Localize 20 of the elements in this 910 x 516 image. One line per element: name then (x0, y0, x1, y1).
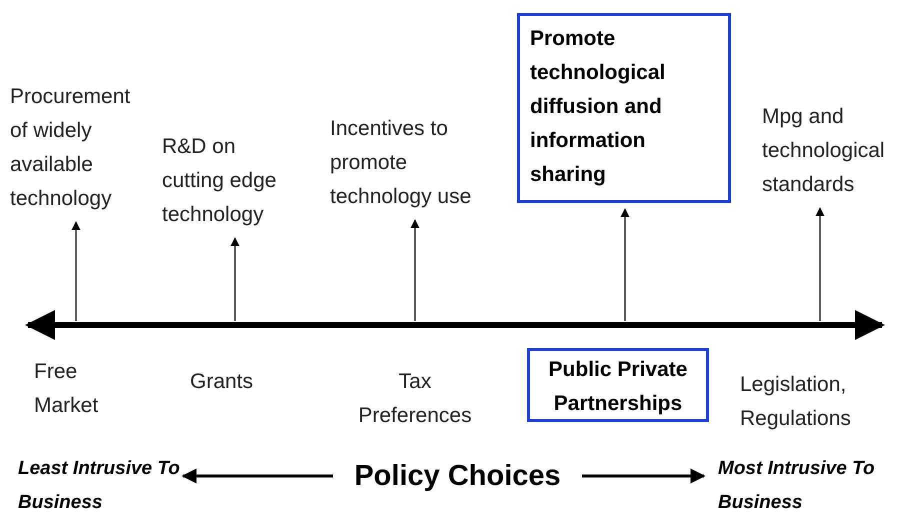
arrow (182, 468, 333, 484)
highlighted-policy-box: Promote technological diffusion and information sharing (517, 13, 731, 203)
arrow (410, 219, 420, 321)
scale-end-label: Most Intrusive To Business (718, 452, 893, 516)
arrow (230, 237, 240, 321)
policy-label: R&D on cutting edge technology (162, 130, 302, 232)
arrow (582, 468, 706, 484)
choice-label: Tax Preferences (357, 369, 473, 429)
arrow (620, 208, 630, 321)
choice-label: Legislation, Regulations (740, 372, 852, 432)
axis-title: Policy Choices (335, 454, 580, 498)
choice-label: Free Market (34, 359, 100, 419)
policy-label: Incentives to promote technology use (330, 112, 510, 214)
policy-label: Procurement of widely available technology (10, 80, 140, 216)
arrow (71, 221, 81, 321)
arrow (815, 207, 825, 321)
scale-end-label: Least Intrusive To Business (18, 452, 193, 516)
policy-label: Mpg and technological standards (762, 100, 910, 202)
choice-label: Grants (190, 369, 254, 395)
highlighted-choice-box: Public Private Partnerships (527, 348, 709, 422)
